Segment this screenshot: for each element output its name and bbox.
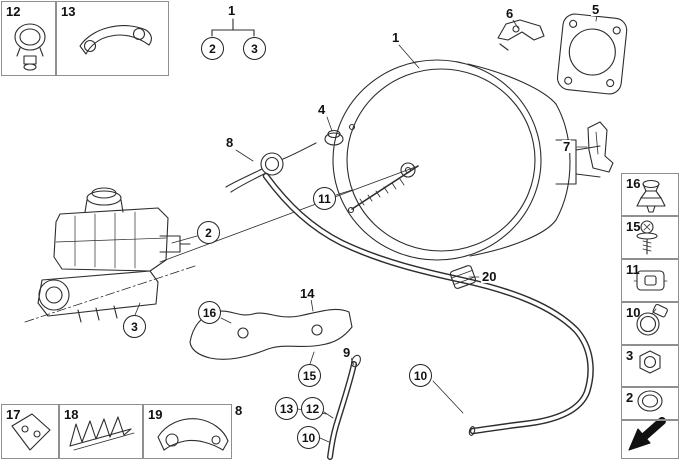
- part-box-18-label: 18: [64, 407, 79, 422]
- back-arrow-button[interactable]: [621, 420, 679, 459]
- hardware-box-15-label: 15: [626, 219, 641, 234]
- mounting-bolt-art: [159, 165, 419, 263]
- hardware-box-3[interactable]: 3: [621, 345, 679, 387]
- callout-4[interactable]: 4: [317, 102, 327, 117]
- bracket-6-art: [497, 19, 545, 51]
- gasket-5-art: [556, 13, 628, 95]
- circle-callout-13[interactable]: 13: [275, 397, 298, 420]
- back-arrow-icon: [628, 417, 666, 451]
- hardware-box-16-label: 16: [626, 176, 641, 191]
- circle-callout-10-mid[interactable]: 10: [409, 364, 432, 387]
- reservoir-master-cylinder-art: [24, 187, 196, 323]
- part-box-19-label: 19: [148, 407, 163, 422]
- circle-callout-10-lower[interactable]: 10: [297, 426, 320, 449]
- callout-1-booster[interactable]: 1: [391, 30, 401, 45]
- part-box-12-label: 12: [6, 4, 21, 19]
- callout-6[interactable]: 6: [505, 6, 515, 21]
- hose-clamp-20-art: [449, 265, 477, 289]
- grommet-art: [324, 129, 344, 146]
- part-box-17-label: 17: [6, 407, 21, 422]
- strap-part-13-art: [79, 25, 152, 55]
- legend-bracket-lines: [211, 18, 255, 37]
- hardware-box-11-label: 11: [626, 262, 640, 277]
- circle-callout-16[interactable]: 16: [198, 301, 221, 324]
- part-box-17[interactable]: 17: [1, 404, 59, 459]
- callout-1-legend[interactable]: 1: [227, 3, 237, 18]
- hardware-box-2-label: 2: [626, 390, 634, 405]
- clip-nut-icon: [633, 270, 668, 291]
- part-box-13[interactable]: 13: [56, 1, 169, 76]
- part-box-18[interactable]: 18: [59, 404, 143, 459]
- brake-booster-art: [332, 59, 601, 261]
- part-box-13-label: 13: [61, 4, 76, 19]
- o-ring-icon: [637, 390, 663, 412]
- part-box-12[interactable]: 12: [1, 1, 56, 76]
- callout-9[interactable]: 9: [342, 345, 352, 360]
- circle-callout-15[interactable]: 15: [298, 364, 321, 387]
- hardware-box-3-label: 3: [626, 348, 634, 363]
- fin-part-18-art: [69, 416, 135, 451]
- hardware-box-2[interactable]: 2: [621, 387, 679, 420]
- callout-20[interactable]: 20: [481, 269, 498, 284]
- hose-clamp-icon: [636, 303, 668, 336]
- callout-7[interactable]: 7: [562, 139, 572, 154]
- hardware-box-10-label: 10: [626, 305, 641, 320]
- bracket-7-art: [587, 121, 614, 173]
- circle-callout-3[interactable]: 3: [123, 315, 146, 338]
- arm-part-19-art: [157, 418, 229, 451]
- circle-callout-12[interactable]: 12: [301, 397, 324, 420]
- heat-shield-art: [189, 308, 353, 360]
- screw-icon: [636, 220, 658, 255]
- circle-callout-2-legend[interactable]: 2: [201, 37, 224, 60]
- part-box-19[interactable]: 19: [143, 404, 232, 459]
- hex-nut-icon: [639, 350, 661, 374]
- lower-hose-art: [327, 354, 361, 460]
- hardware-box-15[interactable]: 15: [621, 216, 679, 259]
- plate-part-17-art: [11, 413, 51, 451]
- vacuum-hose-art: [262, 172, 594, 436]
- hardware-box-10[interactable]: 10: [621, 302, 679, 345]
- callout-8[interactable]: 8: [225, 135, 235, 150]
- vacuum-hose-fitting-art: [225, 142, 317, 193]
- callout-14[interactable]: 14: [299, 286, 316, 301]
- circle-callout-2[interactable]: 2: [197, 221, 220, 244]
- hardware-box-11[interactable]: 11: [621, 259, 679, 302]
- hardware-box-16[interactable]: 16: [621, 173, 679, 216]
- callout-8-ref[interactable]: 8: [234, 403, 244, 418]
- circle-callout-3-legend[interactable]: 3: [243, 37, 266, 60]
- expanding-rivet-icon: [636, 179, 666, 213]
- callout-5[interactable]: 5: [591, 2, 601, 17]
- circle-callout-11[interactable]: 11: [313, 187, 336, 210]
- clamp-part-12-art: [14, 23, 46, 71]
